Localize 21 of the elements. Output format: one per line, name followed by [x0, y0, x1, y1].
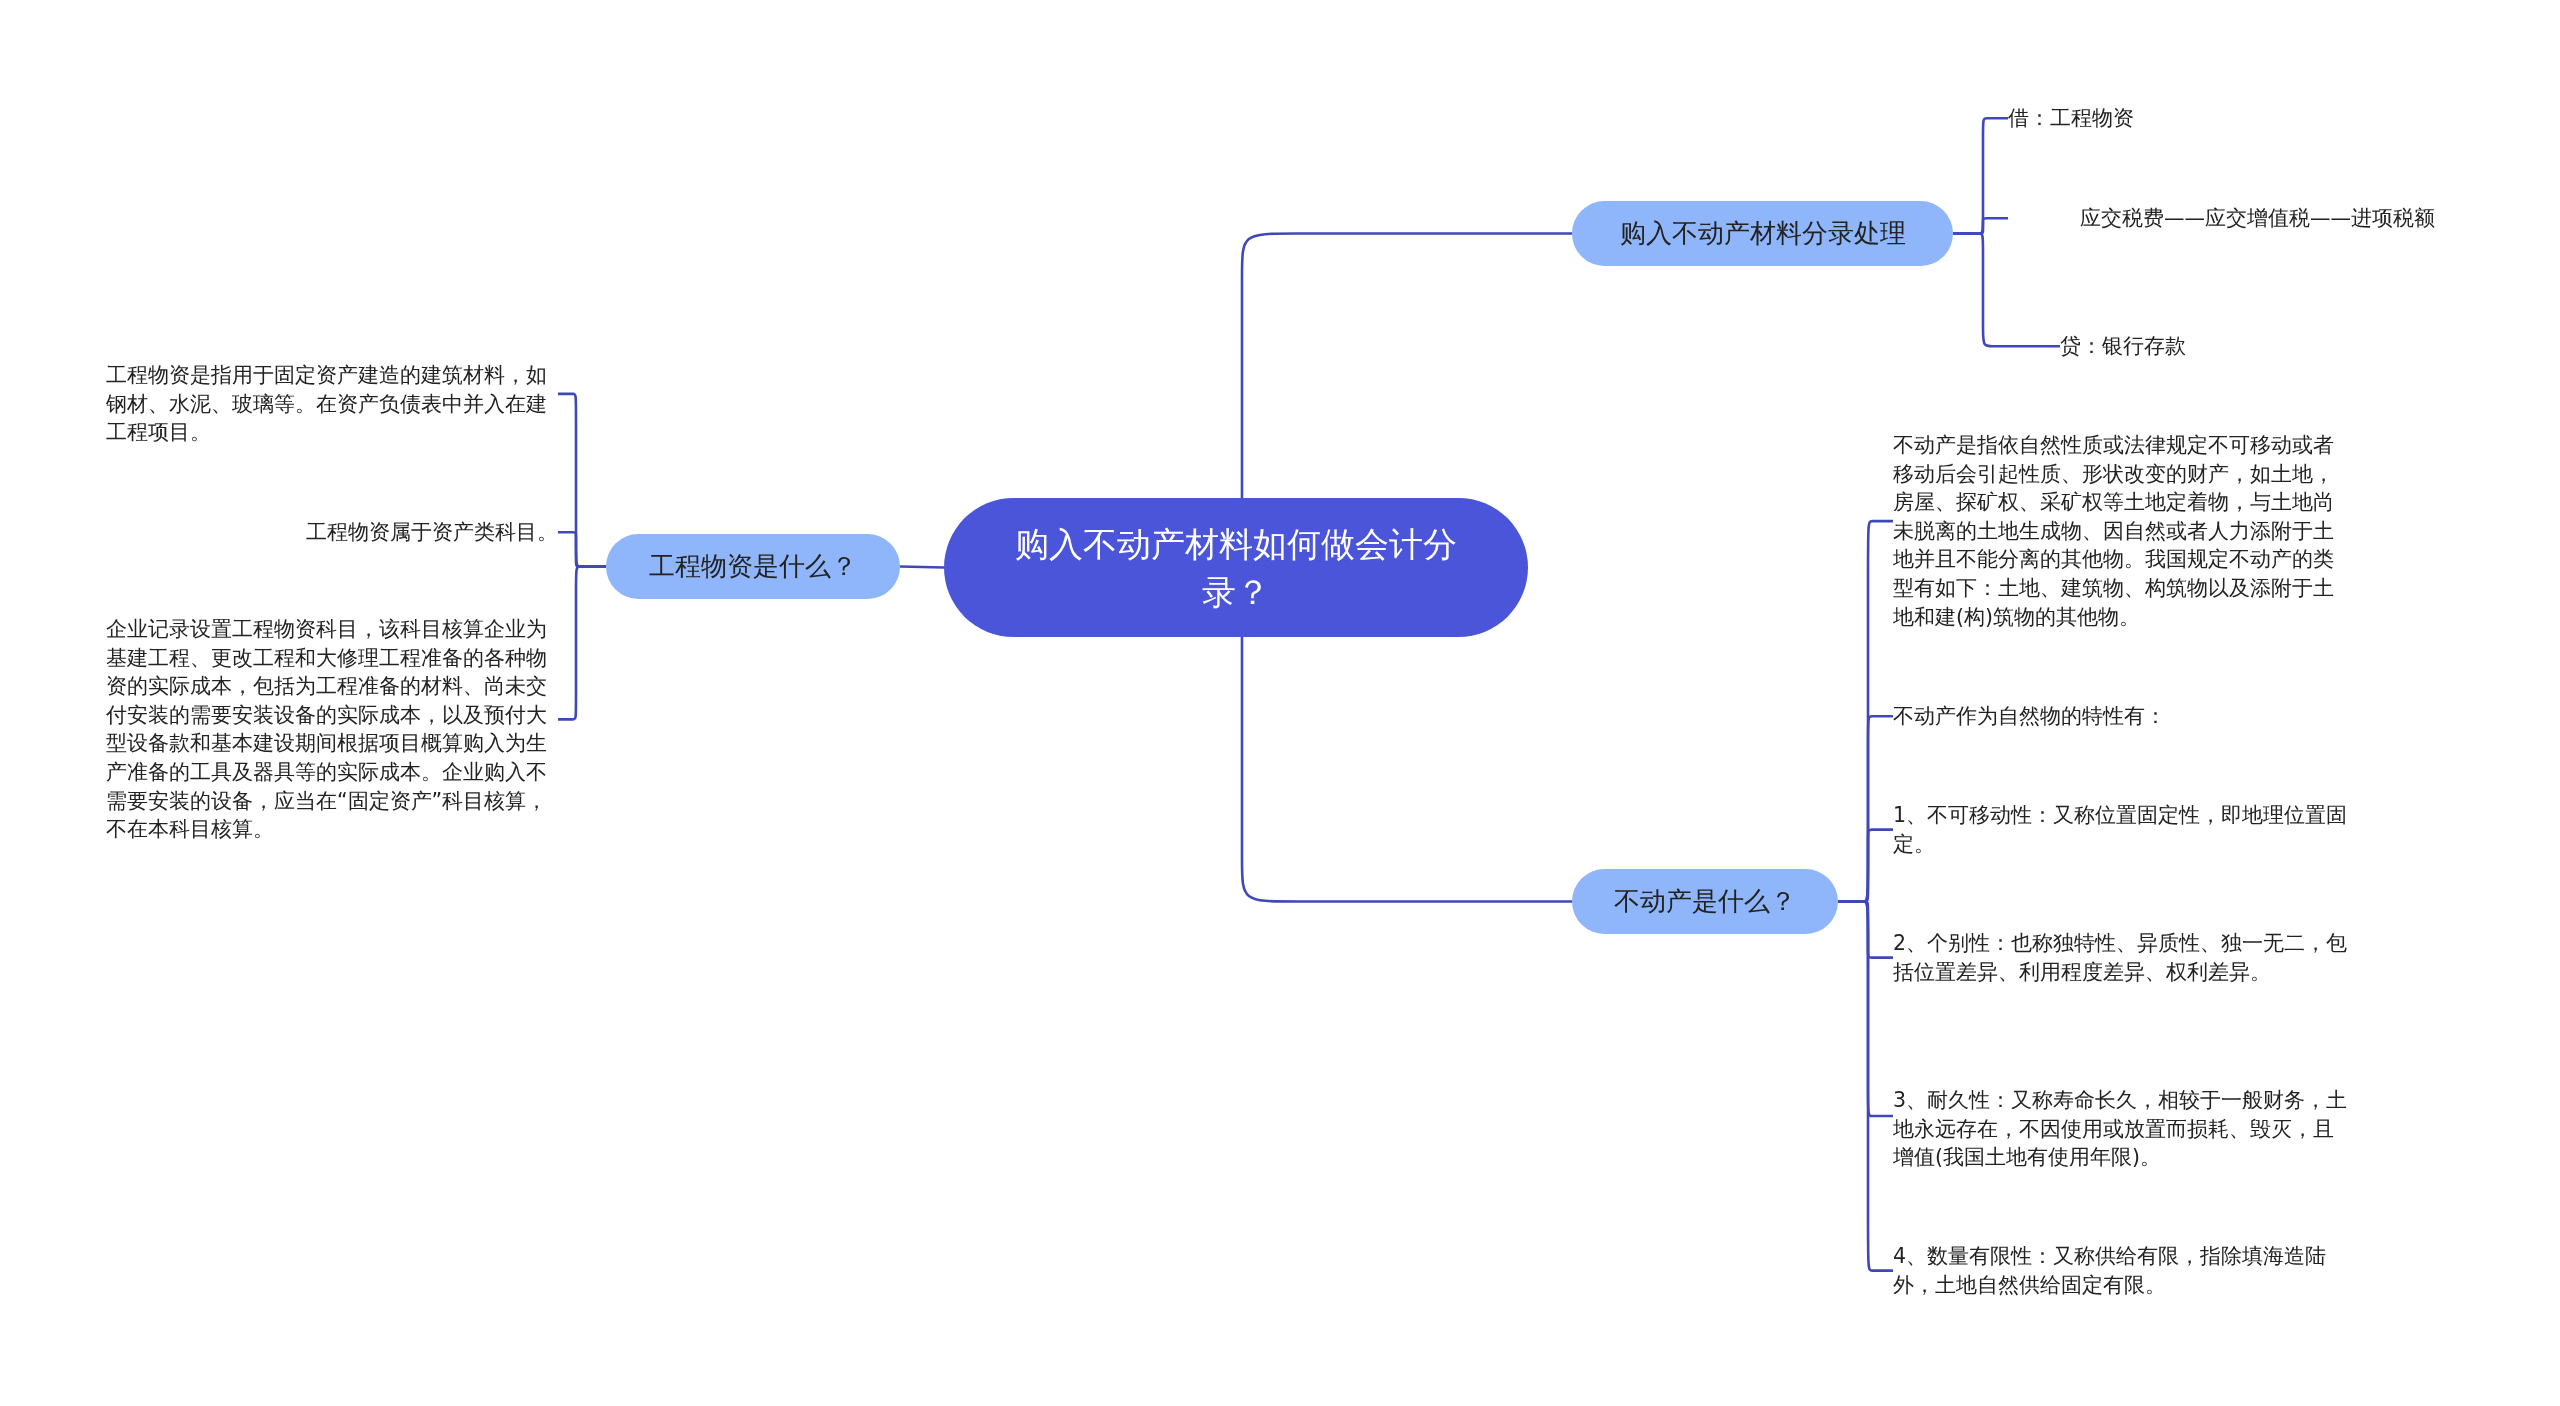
connector-line	[899, 565, 945, 569]
topic-pill: 不动产是什么？	[1572, 869, 1838, 934]
central-topic: 购入不动产材料如何做会计分录？	[944, 498, 1528, 637]
note-text: 3、耐久性：又称寿命长久，相较于一般财务，土地永远存在，不因使用或放置而损耗、毁灭，且增值(我国土地有使用年限)。	[1893, 1086, 2348, 1172]
note-text: 企业记录设置工程物资科目，该科目核算企业为基建工程、更改工程和大修理工程准备的各种物资的实际成本，包括为工程准备的材料、尚未交付安装的需要安装设备的实际成本，以及预付大型设备款和基本建设期间根据项目概算购入为生产准备的工具及器具等的实际成本。企业购入不需要安装的设备，应当在“固定资产”科目核算，不在本科目核算。	[106, 615, 558, 844]
note-text: 借：工程物资	[2008, 104, 2308, 133]
connector-line	[1240, 637, 1572, 903]
note-text: 2、个别性：也称独特性、异质性、独一无二，包括位置差异、利用程度差异、权利差异。	[1893, 929, 2348, 987]
note-text: 贷：银行存款	[2060, 332, 2360, 361]
note-text: 应交税费——应交增值税——进项税额	[2008, 204, 2448, 233]
note-text: 1、不可移动性：又称位置固定性，即地理位置固定。	[1893, 801, 2348, 859]
note-text: 不动产是指依自然性质或法律规定不可移动或者移动后会引起性质、形状改变的财产，如土地，房屋、探矿权、采矿权等土地定着物，与土地尚未脱离的土地生成物、因自然或者人力添附于土地并且不能分离的其他物。我国规定不动产的类型有如下：土地、建筑物、构筑物以及添附于土地和建(构)筑物的其他物。	[1893, 431, 2348, 632]
note-text: 4、数量有限性：又称供给有限，指除填海造陆外，土地自然供给固定有限。	[1893, 1242, 2348, 1300]
connector-line	[1838, 900, 1893, 1272]
topic-pill: 购入不动产材料分录处理	[1572, 201, 1953, 266]
topic-pill: 工程物资是什么？	[606, 534, 900, 599]
connector-line	[1953, 232, 2060, 348]
note-text: 不动产作为自然物的特性有：	[1893, 702, 2348, 731]
note-text: 工程物资属于资产类科目。	[200, 518, 558, 547]
connector-line	[1240, 232, 1572, 498]
note-text: 工程物资是指用于固定资产建造的建筑材料，如钢材、水泥、玻璃等。在资产负债表中并入在建工程项目。	[106, 361, 558, 447]
